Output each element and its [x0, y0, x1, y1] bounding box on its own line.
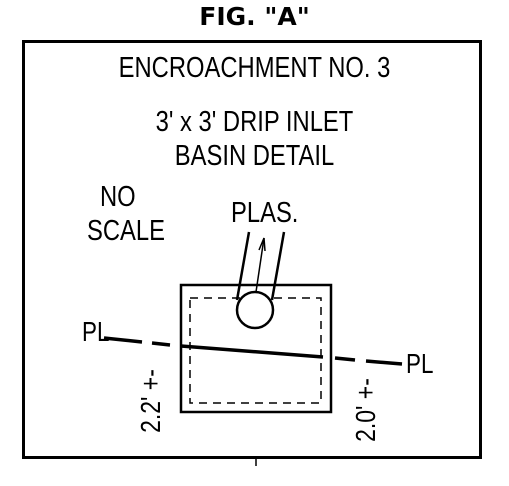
property-line-mid [180, 344, 324, 359]
basin-inner-outline [189, 297, 322, 404]
pipe-opening [235, 290, 275, 330]
property-line-marker-left: PL [82, 316, 110, 347]
dimension-right: 2.0' +- [349, 378, 381, 442]
subtitle-line-1: 3' x 3' DRIP INLET [155, 106, 354, 138]
figure-title: FIG. "A" [199, 2, 310, 31]
encroachment-heading: ENCROACHMENT NO. 3 [118, 52, 391, 84]
subtitle-line-2: BASIN DETAIL [174, 140, 335, 172]
flow-arrow-shaft [255, 237, 265, 293]
property-line-left-dash [103, 336, 143, 344]
property-line-right-dash [365, 359, 403, 366]
property-line-right-gap [334, 356, 356, 362]
flow-arrow-head [258, 237, 266, 252]
pipe-material-label: PLAS. [231, 197, 299, 229]
property-line-left-gap [151, 341, 171, 347]
no-scale-line-1: NO [100, 181, 136, 213]
drawing-frame [22, 40, 482, 459]
pipe-right-wall [270, 231, 286, 301]
basin-outer-wall [179, 283, 333, 414]
no-scale-line-2: SCALE [87, 215, 165, 247]
dimension-left: 2.2' +- [134, 369, 166, 433]
property-line-marker-right: PL [406, 348, 434, 379]
pipe-left-wall [235, 231, 251, 301]
